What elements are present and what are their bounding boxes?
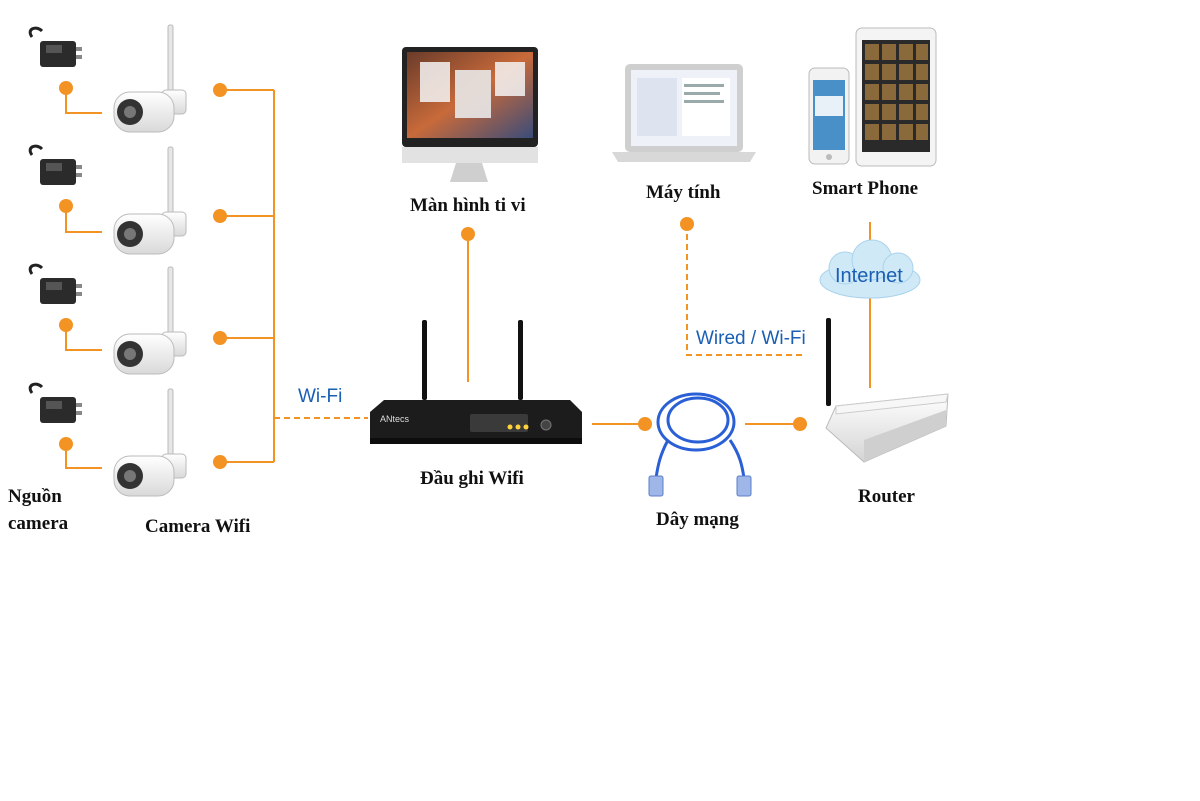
power-label-line2: camera <box>8 513 69 534</box>
wifi-label: Wi-Fi <box>298 386 343 407</box>
cable-label: Dây mạng <box>656 509 739 530</box>
wired-wifi-label: Wired / Wi-Fi <box>696 328 806 349</box>
power-adapter-icon <box>28 382 82 423</box>
nvr-label: Đầu ghi Wifi <box>420 468 524 489</box>
router-label: Router <box>858 486 915 507</box>
rj45-plug-icon <box>648 475 752 497</box>
wifi-camera-icon <box>113 266 187 375</box>
wifi-nvr-icon <box>370 320 582 444</box>
power-adapter-icon <box>28 26 82 67</box>
power-adapter-icon <box>28 263 82 304</box>
wifi-camera-icon <box>113 24 187 133</box>
tablet-icon <box>855 27 937 167</box>
router-icon <box>825 318 949 463</box>
tv-monitor-icon <box>402 47 538 182</box>
network-cable-icon <box>654 392 746 479</box>
nvr-brand-logo: ANtecs <box>380 414 410 424</box>
internet-cloud-icon <box>819 239 921 299</box>
power-adapter-icon <box>28 144 82 185</box>
smartphone-icon <box>808 67 850 165</box>
laptop-icon <box>612 64 756 162</box>
tv-label: Màn hình ti vi <box>410 195 526 216</box>
computer-link-line <box>686 224 806 356</box>
camera-label: Camera Wifi <box>145 516 251 537</box>
phone-label: Smart Phone <box>812 178 919 199</box>
connector-dots <box>59 81 807 469</box>
power-wires <box>65 88 102 469</box>
internet-label: Internet <box>835 265 903 287</box>
camera-bus-wires <box>220 89 275 463</box>
wifi-camera-icon <box>113 146 187 255</box>
computer-label: Máy tính <box>646 182 721 203</box>
wifi-camera-icon <box>113 388 187 497</box>
power-label: Nguồn <box>8 486 62 507</box>
